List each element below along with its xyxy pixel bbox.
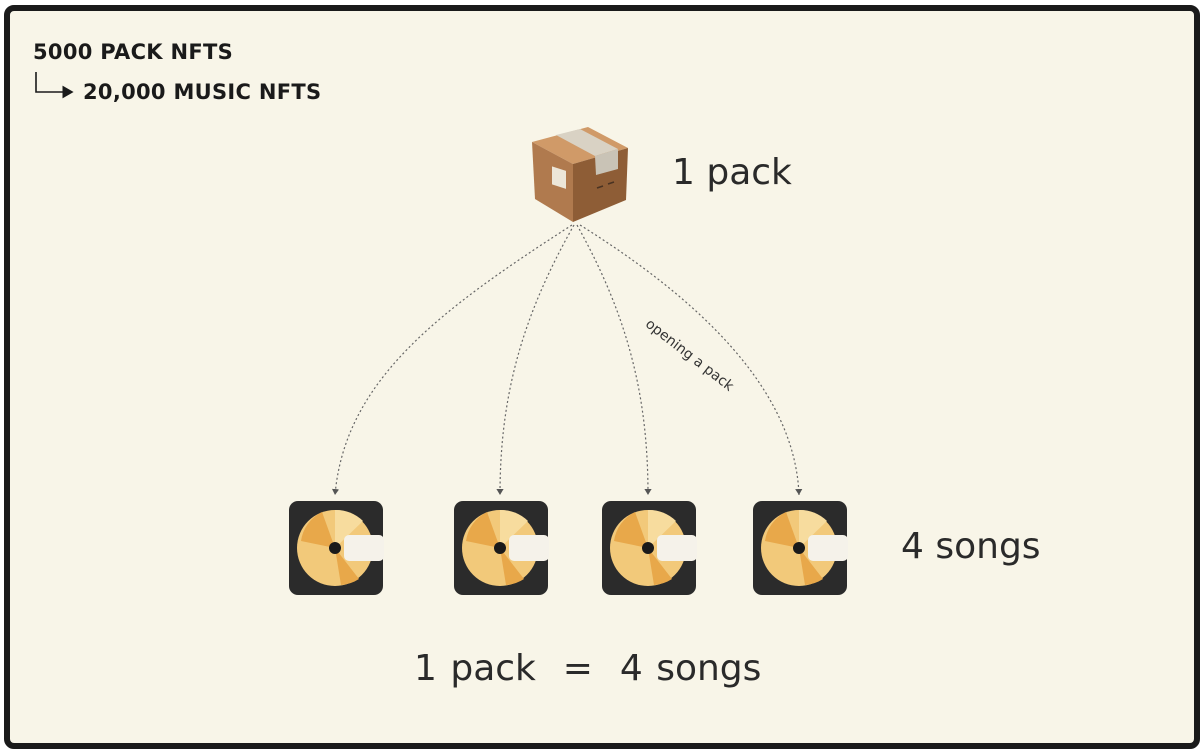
song-tile-4 — [753, 501, 848, 595]
hook-arrow-icon — [35, 72, 74, 99]
music-disc-icon — [753, 501, 848, 595]
song-tile-2 — [454, 501, 549, 595]
music-disc-icon — [454, 501, 549, 595]
music-disc-icon — [602, 501, 697, 595]
diagram-canvas — [4, 5, 1200, 749]
music-count-heading: 20,000 MUSIC NFTS — [83, 80, 322, 104]
connector-line-3 — [576, 224, 652, 496]
equation-sign: = — [562, 648, 593, 689]
song-tile-3 — [602, 501, 697, 595]
connector-line-1 — [331, 224, 573, 496]
equation-right: 4 songs — [619, 648, 762, 689]
pack-equation: 1 pack = 4 songs — [414, 648, 761, 689]
pack-label: 1 pack — [672, 152, 792, 193]
connector-line-4 — [579, 224, 803, 496]
equation-left: 1 pack — [414, 648, 536, 689]
cardboard-box-icon — [532, 127, 628, 222]
connector-line-2 — [496, 224, 575, 496]
music-disc-icon — [289, 501, 384, 595]
song-tile-1 — [289, 501, 384, 595]
pack-count-heading: 5000 PACK NFTS — [33, 40, 234, 64]
songs-label: 4 songs — [901, 526, 1041, 567]
